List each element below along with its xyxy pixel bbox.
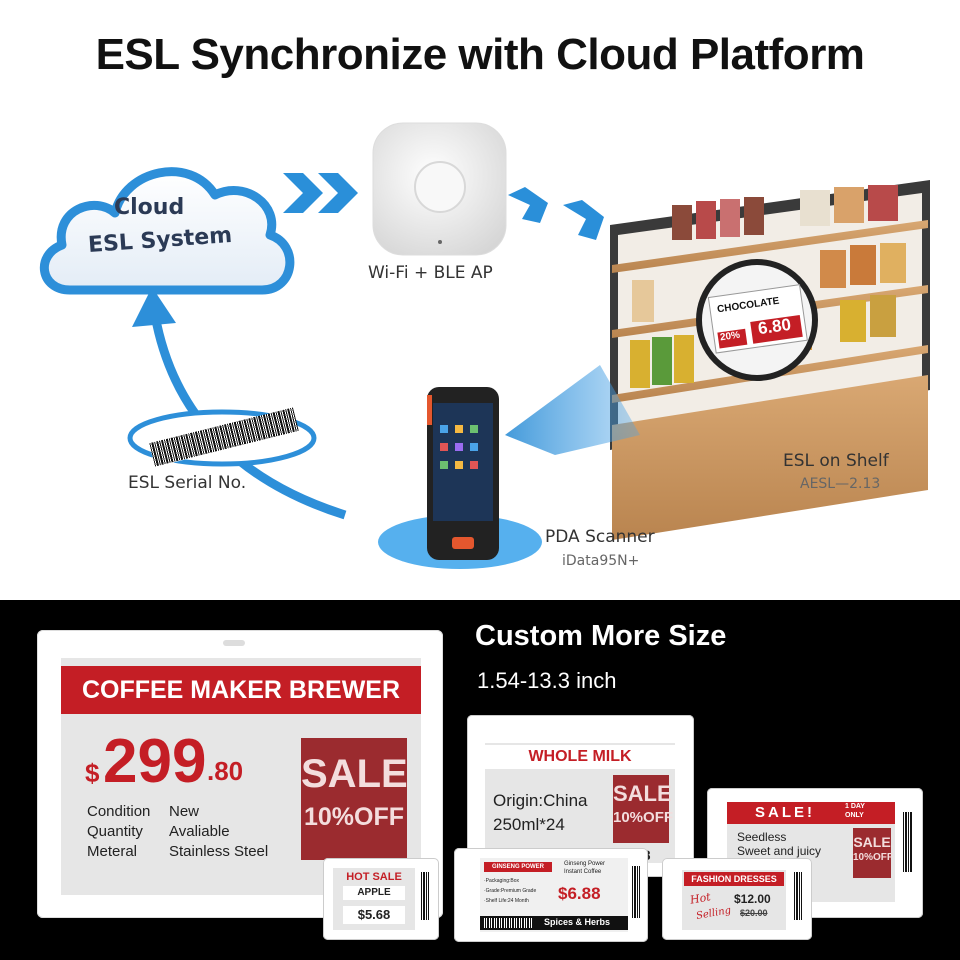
- ginseng-title-2: Instant Coffee: [564, 869, 602, 875]
- apple-tag-screen: HOT SALE APPLE $5.68: [333, 868, 415, 930]
- sync-diagram: Cloud ESL System Wi-Fi + BLE AP ESL Seri…: [0, 95, 960, 600]
- ginseng-footer-text: Spices & Herbs: [544, 917, 611, 927]
- sale-text: SALE: [853, 834, 891, 850]
- discount-text: 10%OFF: [613, 809, 674, 826]
- fashion-old-price: $20.00: [740, 908, 768, 918]
- seedless-header-small-2: ONLY: [845, 812, 864, 819]
- ginseng-header: GINSENG POWER: [484, 862, 552, 872]
- spec-key: Quantity: [87, 823, 143, 840]
- ginseng-barcode: [632, 866, 640, 918]
- tag-notch: [223, 640, 245, 646]
- coffee-product-name: COFFEE MAKER BREWER: [61, 666, 421, 714]
- ginseng-detail-2: ·Grade:Premium Grade: [484, 888, 537, 894]
- spec-value: New: [169, 803, 200, 820]
- ginseng-detail-3: ·Shelf Life:24 Month: [484, 898, 529, 904]
- ap-label: Wi-Fi + BLE AP: [368, 263, 493, 283]
- tag-showcase-panel: Custom More Size 1.54-13.3 inch COFFEE M…: [0, 600, 960, 960]
- milk-tag-screen: WHOLE MILK Origin:China 250ml*24 SALE 10…: [485, 743, 675, 863]
- milk-line1: Origin:China: [493, 791, 588, 810]
- fashion-script-2: Selling: [695, 905, 732, 922]
- diagram-graphics: [40, 122, 930, 569]
- milk-product-name: WHOLE MILK: [485, 745, 675, 769]
- access-point-icon: [372, 122, 507, 256]
- sale-text: SALE: [301, 752, 408, 796]
- shelf-model: AESL—2.13: [800, 476, 881, 492]
- ginseng-title-1: Ginseng Power: [564, 861, 606, 867]
- coffee-spec-values: New Avaliable Stainless Steel: [169, 802, 268, 862]
- apple-header: HOT SALE: [346, 871, 402, 883]
- seedless-sale-badge: SALE 10%OFF: [853, 828, 894, 878]
- coffee-tag-screen: COFFEE MAKER BREWER $ 299 .80 Condition …: [61, 658, 421, 895]
- apple-barcode: [421, 872, 429, 920]
- apple-tag: HOT SALE APPLE $5.68: [323, 858, 439, 940]
- discount-text: 10%OFF: [853, 852, 894, 863]
- arrow-chevrons-2: [508, 187, 604, 240]
- coffee-currency: $: [85, 758, 100, 788]
- seedless-line1: Seedless: [737, 830, 787, 844]
- ginseng-detail-1: ·Packaging:Box: [484, 878, 520, 884]
- fashion-price: $12.00: [734, 892, 771, 906]
- coffee-price-dec: .80: [207, 756, 244, 786]
- seedless-header-small-1: 1 DAY: [845, 803, 865, 810]
- coffee-price-int: 299: [103, 727, 207, 796]
- seedless-header-text: SALE!: [755, 804, 815, 821]
- fashion-tag-screen: FASHION DRESSES Hot Selling $12.00 $20.0…: [682, 870, 786, 930]
- spec-key: Meteral: [87, 843, 138, 860]
- store-shelf-illustration: [610, 180, 930, 540]
- seedless-line2: Sweet and juicy: [737, 844, 822, 858]
- scan-beam: [505, 365, 640, 455]
- seedless-header: SALE! 1 DAY ONLY: [727, 802, 895, 824]
- fashion-dresses-tag: FASHION DRESSES Hot Selling $12.00 $20.0…: [662, 858, 812, 940]
- milk-line2: 250ml*24: [493, 815, 565, 834]
- ginseng-coffee-tag: GINSENG POWER Ginseng Power Instant Coff…: [454, 848, 648, 942]
- coffee-spec-keys: Condition Quantity Meteral: [87, 802, 150, 862]
- arrow-chevrons-1: [283, 173, 358, 213]
- sale-text: SALE: [613, 781, 672, 806]
- fashion-barcode: [794, 872, 802, 920]
- apple-price: $5.68: [343, 906, 405, 924]
- seedless-barcode: [903, 812, 913, 872]
- spec-value: Avaliable: [169, 823, 230, 840]
- shelf-label: ESL on Shelf: [783, 451, 889, 471]
- discount-text: 10%OFF: [303, 803, 405, 831]
- pda-scanner-icon: [378, 387, 542, 569]
- fashion-header: FASHION DRESSES: [684, 872, 784, 886]
- ginseng-footer-barcode: [484, 918, 532, 928]
- apple-product: APPLE: [343, 886, 405, 900]
- cloud-icon: [40, 167, 295, 295]
- pda-model: iData95N+: [562, 553, 640, 569]
- ginseng-footer: Spices & Herbs: [480, 916, 628, 930]
- ginseng-price: $6.88: [558, 884, 601, 903]
- size-heading: Custom More Size: [475, 620, 727, 652]
- spec-value: Stainless Steel: [169, 843, 269, 860]
- page-title: ESL Synchronize with Cloud Platform: [95, 30, 865, 79]
- spec-key: Condition: [87, 803, 151, 820]
- size-range: 1.54-13.3 inch: [477, 668, 617, 693]
- coffee-sale-badge: SALE 10%OFF: [301, 738, 408, 860]
- milk-sale-badge: SALE 10%OFF: [613, 775, 674, 843]
- serial-label: ESL Serial No.: [128, 473, 247, 493]
- fashion-script-1: Hot: [689, 890, 712, 907]
- pda-label: PDA Scanner: [545, 527, 655, 547]
- cloud-label-line1: Cloud: [114, 195, 185, 220]
- ginseng-tag-screen: GINSENG POWER Ginseng Power Instant Coff…: [480, 858, 628, 932]
